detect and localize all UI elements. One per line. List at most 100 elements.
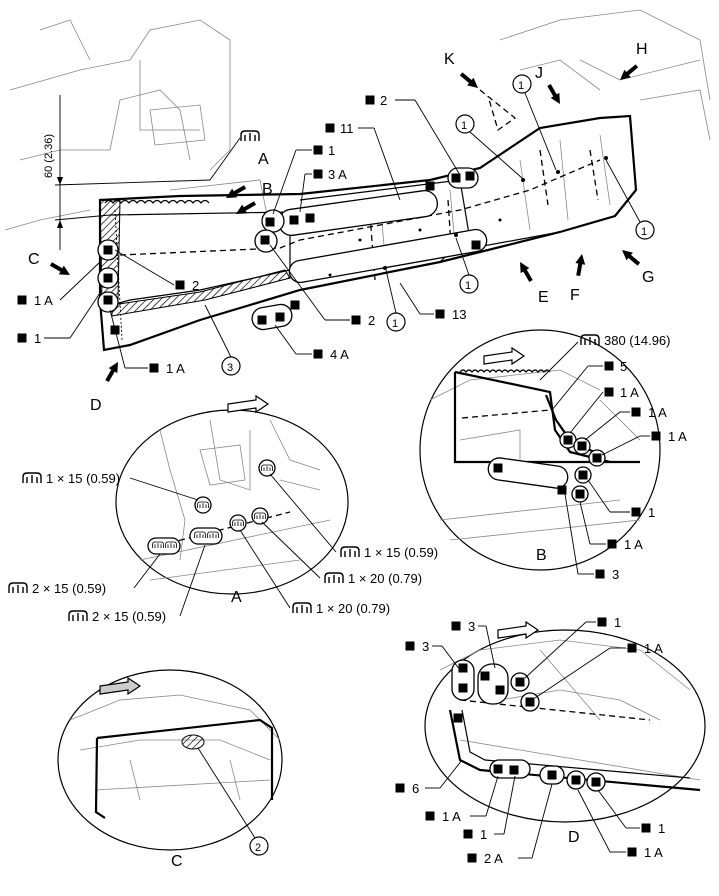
callout-1-d-top: 1	[524, 615, 621, 679]
callout-1-left: 1	[17, 289, 103, 346]
svg-text:1: 1	[465, 280, 471, 292]
svg-text:H: H	[636, 41, 648, 58]
view-arrow-k: K	[444, 51, 517, 132]
svg-text:4 A: 4 A	[330, 347, 349, 362]
callout-1a-b2: 1 A	[584, 405, 667, 441]
svg-text:11: 11	[340, 121, 354, 136]
adhesive-icon	[324, 572, 344, 584]
adhesive-icon	[8, 582, 28, 594]
view-arrow-a: A	[223, 151, 269, 203]
svg-text:1 × 20 (0.79): 1 × 20 (0.79)	[316, 601, 390, 616]
svg-text:1 A: 1 A	[668, 429, 687, 444]
svg-text:1 A: 1 A	[644, 845, 663, 860]
svg-text:C: C	[28, 251, 40, 268]
callout-13: 13	[399, 282, 466, 322]
svg-text:2: 2	[255, 842, 261, 854]
callout-1a-b3: 1 A	[601, 429, 687, 456]
svg-text:2 A: 2 A	[484, 851, 503, 866]
svg-text:2: 2	[380, 93, 387, 108]
svg-text:G: G	[642, 269, 654, 286]
svg-text:K: K	[444, 51, 455, 68]
view-a-2x15-bottom: 2 × 15 (0.59)	[68, 544, 206, 624]
svg-text:1 × 20 (0.79): 1 × 20 (0.79)	[348, 571, 422, 586]
view-c-label: C	[171, 853, 183, 870]
svg-text:D: D	[90, 397, 102, 414]
callout-3-d2: 3	[405, 639, 461, 671]
svg-text:1: 1	[518, 80, 524, 92]
svg-text:1: 1	[648, 505, 655, 520]
callout-1a-b1: 1 A	[569, 385, 639, 434]
circled-1-end: 1	[605, 159, 655, 240]
view-a-1x15-top: 1 × 15 (0.59)	[22, 471, 199, 501]
svg-text:J: J	[535, 65, 543, 82]
svg-text:1 A: 1 A	[166, 361, 185, 376]
callout-1a-d-right: 1 A	[577, 789, 663, 860]
svg-text:1 A: 1 A	[620, 385, 639, 400]
svg-text:6: 6	[412, 781, 419, 796]
svg-text:2: 2	[368, 313, 375, 328]
callout-2-center: 2	[269, 244, 375, 328]
view-a-1x15-right: 1 × 15 (0.59)	[269, 473, 438, 560]
view-arrow-e: E	[515, 259, 549, 306]
callout-4a: 4 A	[274, 324, 349, 362]
view-d-label: D	[568, 829, 580, 846]
view-arrow-g: G	[618, 246, 654, 286]
circled-3-main: 3	[204, 304, 241, 376]
svg-text:1: 1	[392, 318, 398, 330]
detail-view-a: 1 × 15 (0.59) 1 × 15 (0.59) 1 × 20 (0.79…	[8, 394, 438, 624]
circled-1-upper: 1	[455, 114, 523, 179]
svg-text:1: 1	[480, 827, 487, 842]
view-a-1x20-bottom: 1 × 20 (0.79)	[239, 529, 390, 616]
callout-1a-d-left: 1 A	[425, 775, 499, 824]
svg-text:1: 1	[641, 226, 647, 238]
view-arrow-d: D	[90, 359, 123, 414]
svg-text:A: A	[258, 151, 269, 168]
view-b-label: B	[536, 547, 547, 564]
svg-text:1: 1	[34, 331, 41, 346]
seam-b-dimension: 380 (14.96)	[604, 333, 671, 348]
view-a-1x20-right: 1 × 20 (0.79)	[261, 521, 422, 586]
circled-1-j: 1	[512, 74, 557, 171]
svg-text:3: 3	[227, 362, 233, 374]
svg-text:3: 3	[612, 567, 619, 582]
callout-3-d1: 3	[451, 619, 496, 669]
rocker-panel-outline	[98, 114, 638, 352]
svg-text:1: 1	[461, 120, 467, 132]
callout-1a-bottom: 1 A	[109, 309, 185, 376]
callout-3a: 3 A	[299, 167, 347, 213]
svg-text:13: 13	[452, 307, 466, 322]
circled-1-right: 1	[455, 237, 479, 294]
callout-1-d-left: 1	[463, 775, 516, 842]
view-a-label: A	[231, 589, 242, 606]
view-arrow-h: H	[616, 41, 648, 84]
adhesive-icon	[22, 472, 42, 484]
svg-text:3: 3	[468, 619, 475, 634]
callout-1a-d-top: 1 A	[534, 641, 663, 699]
svg-text:1 A: 1 A	[648, 405, 667, 420]
view-arrow-c: C	[28, 251, 73, 280]
callout-2a: 2 A	[467, 783, 553, 866]
svg-text:2: 2	[192, 278, 199, 293]
detail-view-d: 3 3 1 1 A 6 1 A 1 2 A	[395, 615, 706, 866]
svg-text:5: 5	[620, 359, 627, 374]
svg-text:2 × 15 (0.59): 2 × 15 (0.59)	[92, 609, 166, 624]
detail-view-b: 380 (14.96) 5 1 A 1 A 1 A 1 1 A 3	[419, 329, 687, 582]
callout-2-top: 2	[365, 93, 461, 176]
main-view: 60 (2.36) A B C D E F	[4, 9, 711, 414]
svg-text:B: B	[262, 181, 273, 198]
adhesive-icon	[240, 130, 260, 142]
callout-1-b: 1	[587, 479, 655, 520]
callout-1-d-right: 1	[597, 789, 665, 836]
svg-text:1: 1	[614, 615, 621, 630]
svg-text:F: F	[570, 287, 580, 304]
adhesive-icon	[68, 610, 88, 622]
detail-view-c: 2 C	[57, 669, 283, 870]
svg-text:2 × 15 (0.59): 2 × 15 (0.59)	[32, 581, 106, 596]
callout-2-left: 2	[114, 249, 199, 293]
circled-2-c	[249, 836, 269, 856]
callout-1a-b4: 1 A	[579, 501, 643, 552]
view-a-2x15-left: 2 × 15 (0.59)	[8, 553, 161, 596]
adhesive-icon	[292, 602, 312, 614]
view-arrow-f: F	[570, 253, 587, 304]
svg-text:E: E	[538, 289, 549, 306]
